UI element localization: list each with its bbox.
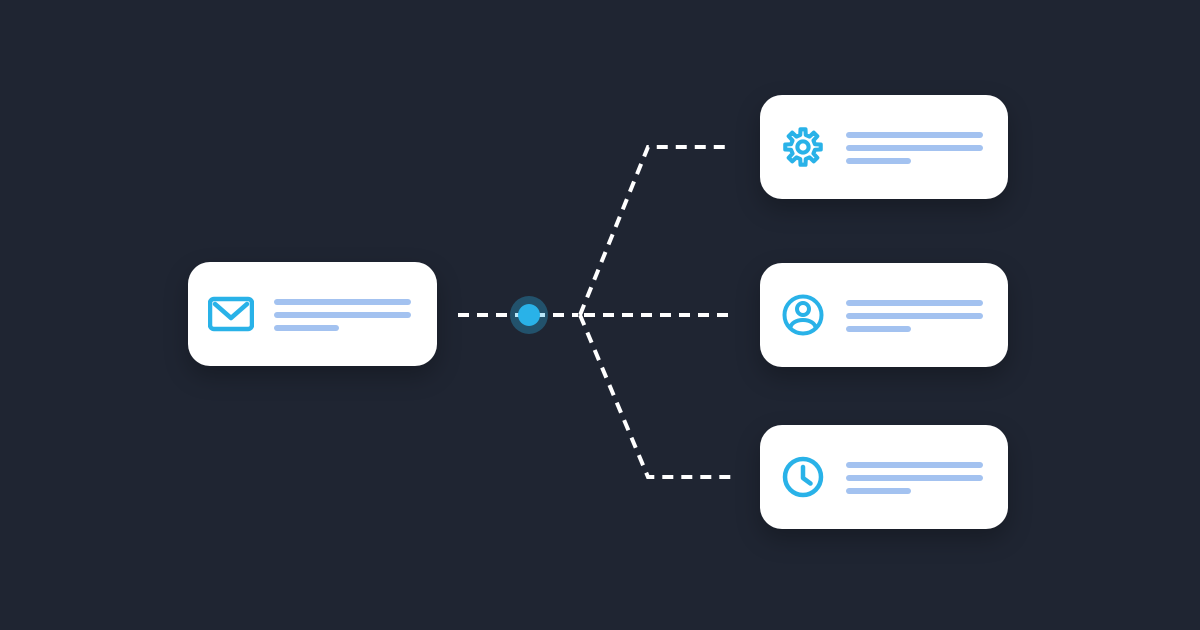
placeholder-line xyxy=(846,475,983,481)
placeholder-text-block xyxy=(846,130,983,164)
placeholder-text-block xyxy=(846,298,983,332)
placeholder-text-block xyxy=(274,297,411,331)
placeholder-line xyxy=(274,325,339,331)
email-source-card xyxy=(188,262,437,366)
user-icon xyxy=(780,292,826,338)
placeholder-line xyxy=(274,312,411,318)
placeholder-line xyxy=(846,145,983,151)
contact-branch-card xyxy=(760,263,1008,367)
placeholder-line xyxy=(846,462,983,468)
connector-hub-to-top-card xyxy=(578,145,731,316)
placeholder-line xyxy=(846,158,911,164)
envelope-icon xyxy=(208,291,254,337)
placeholder-line xyxy=(846,132,983,138)
placeholder-line xyxy=(846,300,983,306)
hub-node xyxy=(518,304,540,326)
clock-icon xyxy=(780,454,826,500)
placeholder-line xyxy=(846,488,911,494)
delay-branch-card xyxy=(760,425,1008,529)
connector-hub-to-bottom-card xyxy=(578,314,731,479)
gear-icon xyxy=(780,124,826,170)
placeholder-line xyxy=(846,326,911,332)
settings-branch-card xyxy=(760,95,1008,199)
placeholder-line xyxy=(274,299,411,305)
placeholder-text-block xyxy=(846,460,983,494)
placeholder-line xyxy=(846,313,983,319)
